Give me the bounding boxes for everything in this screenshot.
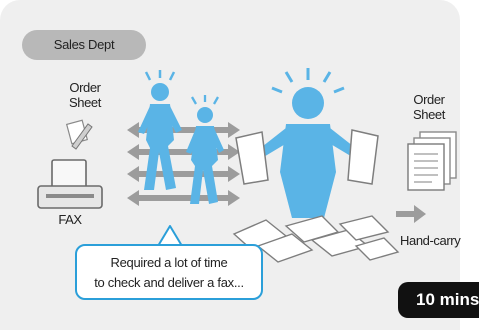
left-order-sheet-label-line2: Sheet <box>69 95 101 110</box>
right-order-sheet-label-line2: Sheet <box>413 107 445 122</box>
pen-icon <box>65 119 93 150</box>
left-right-arrows <box>127 122 240 206</box>
fax-machine-icon <box>37 159 103 209</box>
callout-pointer <box>157 225 183 247</box>
callout-line2: to check and deliver a fax... <box>94 275 244 290</box>
left-order-sheet-label-line1: Order <box>69 80 101 95</box>
walking-person-icon <box>186 95 224 204</box>
sales-dept-label: Sales Dept <box>22 30 146 60</box>
scattered-papers-icon <box>232 215 400 263</box>
callout-line1: Required a lot of time <box>110 255 228 270</box>
time-badge: 10 mins <box>398 282 479 318</box>
right-order-sheet-label-line1: Order <box>413 92 445 107</box>
walking-person-icon <box>138 70 182 190</box>
handcarry-label: Hand-carry <box>400 233 461 248</box>
fax-label: FAX <box>58 212 82 227</box>
overwhelmed-person-icon <box>235 68 379 218</box>
document-stack-icon <box>407 131 457 191</box>
time-callout: Required a lot of time to check and deli… <box>75 244 263 300</box>
handcarry-arrow <box>396 205 426 223</box>
